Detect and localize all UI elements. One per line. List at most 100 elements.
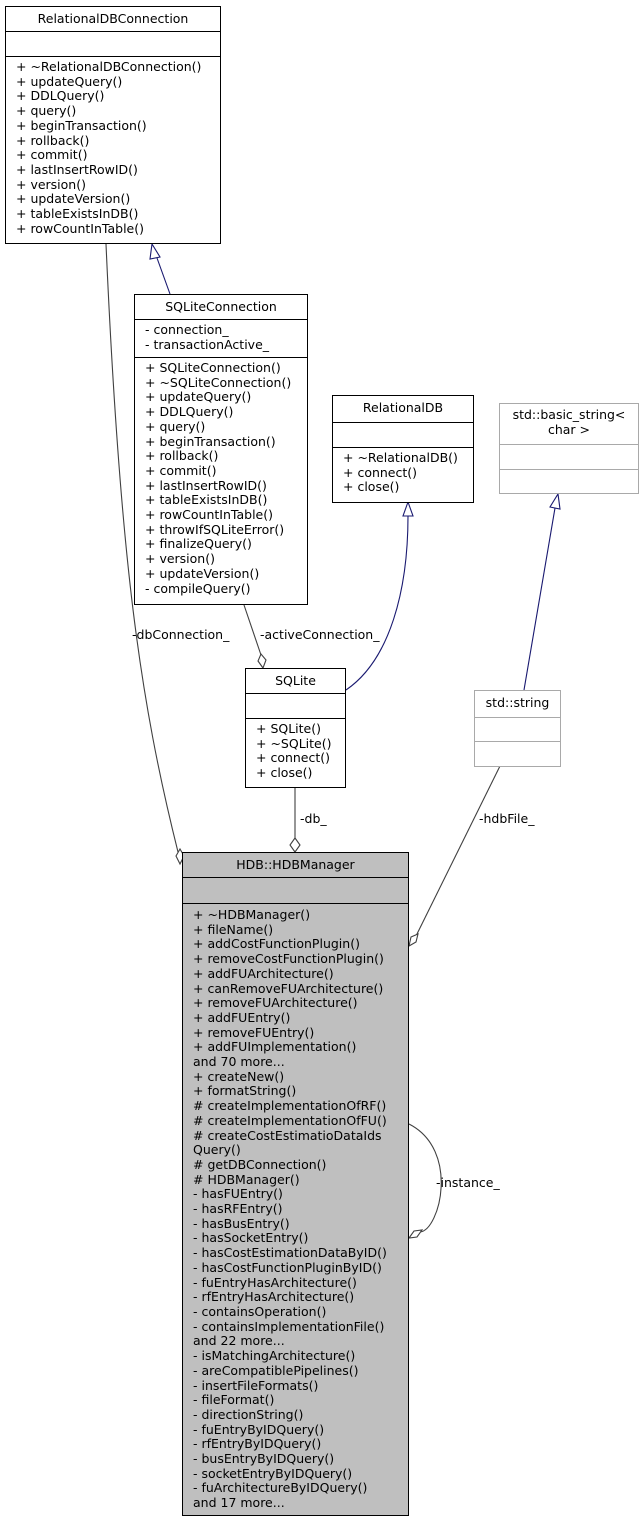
class-title-line2: char > (547, 422, 591, 437)
member-line: + query() (145, 418, 206, 434)
attributes-section: - connection_- transactionActive_ (135, 319, 307, 357)
member-line: + ~SQLite() (256, 735, 332, 751)
member-line: + addCostFunctionPlugin() (193, 936, 360, 952)
member-line: - hasCostEstimationDataByID() (193, 1245, 387, 1261)
attributes-section (246, 693, 345, 718)
member-line: + canRemoveFUArchitecture() (193, 980, 384, 996)
association-edge-hdbfile (415, 765, 501, 937)
member-line: + beginTransaction() (145, 433, 276, 449)
methods-section: + SQLite()+ ~SQLite()+ connect()+ close(… (246, 718, 345, 781)
member-line: + version() (16, 176, 86, 192)
member-line: + rollback() (16, 132, 90, 148)
member-line: - busEntryByIDQuery() (193, 1451, 335, 1467)
methods-section: + SQLiteConnection()+ ~SQLiteConnection(… (135, 357, 307, 596)
member-line: + createNew() (193, 1068, 285, 1084)
member-line: - fuEntryByIDQuery() (193, 1421, 325, 1437)
member-line: and 17 more... (193, 1495, 285, 1511)
member-line: # createImplementationOfRF() (193, 1098, 387, 1114)
edge-label-instance: -instance_ (436, 1175, 500, 1190)
member-line: + beginTransaction() (16, 117, 147, 133)
member-line: + SQLite() (256, 721, 322, 736)
member-line: + close() (256, 765, 313, 781)
member-line: + commit() (16, 147, 88, 163)
member-line: + removeCostFunctionPlugin() (193, 951, 384, 967)
member-line: - fuArchitectureByIDQuery() (193, 1480, 368, 1496)
member-line: + addFUArchitecture() (193, 965, 334, 981)
class-title: RelationalDBConnection (37, 11, 189, 26)
member-line: - fileFormat() (193, 1392, 275, 1408)
inheritance-edge-stdstring (523, 507, 556, 691)
member-line: + updateVersion() (16, 191, 131, 207)
member-line: - isMatchingArchitecture() (193, 1348, 356, 1364)
member-line: + ~RelationalDB() (343, 450, 458, 465)
member-line: - fuEntryHasArchitecture() (193, 1274, 357, 1290)
class-relationaldb[interactable]: RelationalDB + ~RelationalDB()+ connect(… (332, 395, 474, 503)
inheritance-edge-sqliteconnection (156, 257, 171, 295)
class-title-line1: std::basic_string< (512, 407, 626, 422)
edge-label-db: -db_ (300, 811, 327, 826)
inheritance-arrow-sqlite (402, 500, 414, 517)
member-line: + SQLiteConnection() (145, 360, 281, 375)
attributes-section (6, 31, 220, 56)
member-line: + ~SQLiteConnection() (145, 374, 292, 390)
member-line: + removeFUEntry() (193, 1024, 315, 1040)
inheritance-edge-sqlite (345, 515, 409, 691)
member-line: + removeFUArchitecture() (193, 995, 358, 1011)
member-line: - hasBusEntry() (193, 1215, 290, 1231)
member-line: - connection_ (145, 322, 229, 337)
class-basic-string[interactable]: std::basic_string< char > (499, 403, 639, 494)
member-line: - hasCostFunctionPluginByID() (193, 1259, 382, 1275)
member-line: - hasSocketEntry() (193, 1230, 309, 1246)
member-line: - hasRFEntry() (193, 1201, 283, 1217)
member-line: + addFUEntry() (193, 1009, 291, 1025)
member-line: + ~HDBManager() (193, 907, 311, 922)
member-line: + tableExistsInDB() (145, 492, 268, 508)
member-line: + commit() (145, 462, 217, 478)
member-line: + DDLQuery() (145, 404, 234, 420)
attributes-section (475, 717, 560, 741)
member-line: + updateVersion() (145, 565, 260, 581)
class-title: std::basic_string< char > (500, 404, 638, 444)
association-edge-activeconnection (243, 604, 262, 656)
inheritance-arrow-stdstring (549, 492, 561, 510)
member-line: - socketEntryByIDQuery() (193, 1465, 353, 1481)
member-line: + rowCountInTable() (145, 507, 273, 523)
methods-section: + ~RelationalDB()+ connect()+ close() (333, 447, 473, 495)
methods-section (475, 741, 560, 765)
class-sqlite[interactable]: SQLite + SQLite()+ ~SQLite()+ connect()+… (245, 668, 346, 788)
attributes-section (333, 422, 473, 447)
methods-section: + ~RelationalDBConnection()+ updateQuery… (6, 56, 220, 236)
member-line: + close() (343, 479, 400, 495)
member-line: + updateQuery() (145, 389, 252, 405)
aggregation-diamond-hdbfile (408, 933, 419, 948)
class-sqliteconnection[interactable]: SQLiteConnection - connection_- transact… (134, 294, 308, 605)
class-hdbmanager[interactable]: HDB::HDBManager + ~HDBManager()+ fileNam… (182, 852, 409, 1516)
aggregation-diamond-db (289, 837, 301, 853)
association-edge-instance (408, 1123, 442, 1233)
member-line: + connect() (256, 750, 331, 766)
member-line: + query() (16, 103, 77, 119)
methods-section (500, 469, 638, 493)
member-line: + finalizeQuery() (145, 536, 252, 552)
member-line: - areCompatiblePipelines() (193, 1362, 359, 1378)
member-line: - containsImplementationFile() (193, 1318, 385, 1334)
member-line: # createCostEstimatioDataIds (193, 1127, 382, 1143)
class-std-string[interactable]: std::string (474, 690, 561, 767)
class-relationaldbconnection[interactable]: RelationalDBConnection + ~RelationalDBCo… (5, 6, 221, 244)
member-line: - rfEntryHasArchitecture() (193, 1289, 355, 1305)
class-title: std::string (485, 695, 550, 710)
member-line: and 22 more... (193, 1333, 285, 1349)
member-line: and 70 more... (193, 1054, 285, 1070)
member-line: + DDLQuery() (16, 88, 105, 104)
edge-label-hdbfile: -hdbFile_ (479, 811, 535, 826)
member-line: - compileQuery() (145, 580, 251, 596)
member-line: + lastInsertRowID() (16, 161, 138, 177)
member-line: + version() (145, 551, 215, 567)
member-line: - insertFileFormats() (193, 1377, 319, 1393)
class-title: SQLiteConnection (165, 299, 277, 314)
class-title: HDB::HDBManager (236, 857, 355, 872)
member-line: + updateQuery() (16, 73, 123, 89)
member-line: # createImplementationOfFU() (193, 1112, 387, 1128)
inheritance-arrow-sqliteconnection (149, 242, 161, 260)
edge-label-activeconnection: -activeConnection_ (260, 627, 380, 642)
